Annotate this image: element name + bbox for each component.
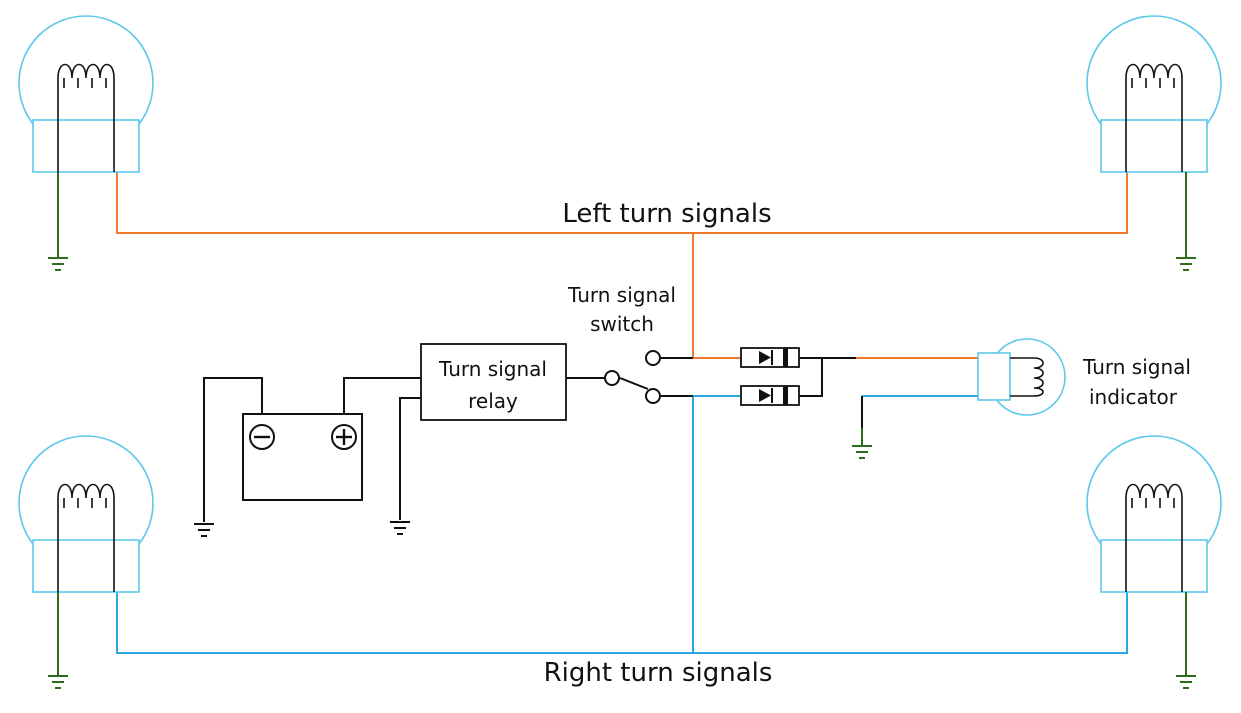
indicator-label-line2: indicator bbox=[1089, 385, 1178, 409]
indicator-label-line1: Turn signal bbox=[1082, 355, 1191, 379]
left-signals-label: Left turn signals bbox=[562, 199, 771, 229]
ground-icon bbox=[1175, 257, 1197, 271]
battery-icon bbox=[242, 413, 363, 501]
rear-right-bulb-icon bbox=[1086, 435, 1222, 593]
ground-icon bbox=[389, 521, 411, 535]
ground-icon bbox=[47, 675, 69, 689]
ground-icon bbox=[193, 523, 215, 537]
ground-icon bbox=[1175, 675, 1197, 689]
lamp-ground-wires bbox=[57, 172, 1187, 676]
relay-label-line1: Turn signal bbox=[438, 357, 547, 381]
diode-icon bbox=[740, 347, 800, 368]
switch-label-line1: Turn signal bbox=[567, 283, 676, 307]
front-left-bulb-icon bbox=[18, 15, 154, 173]
turn-signal-switch bbox=[604, 350, 661, 404]
ground-icon bbox=[851, 428, 873, 459]
front-right-bulb-icon bbox=[1086, 15, 1222, 173]
rear-left-bulb-icon bbox=[18, 435, 154, 593]
turn-signal-relay bbox=[420, 343, 567, 421]
switch-label-line2: switch bbox=[590, 312, 654, 336]
relay-label-line2: relay bbox=[468, 389, 518, 413]
right-signals-label: Right turn signals bbox=[544, 658, 773, 688]
indicator-bulb-icon bbox=[977, 338, 1066, 416]
ground-icon bbox=[47, 257, 69, 271]
diode-icon bbox=[740, 385, 800, 406]
black-wiring bbox=[203, 357, 863, 522]
